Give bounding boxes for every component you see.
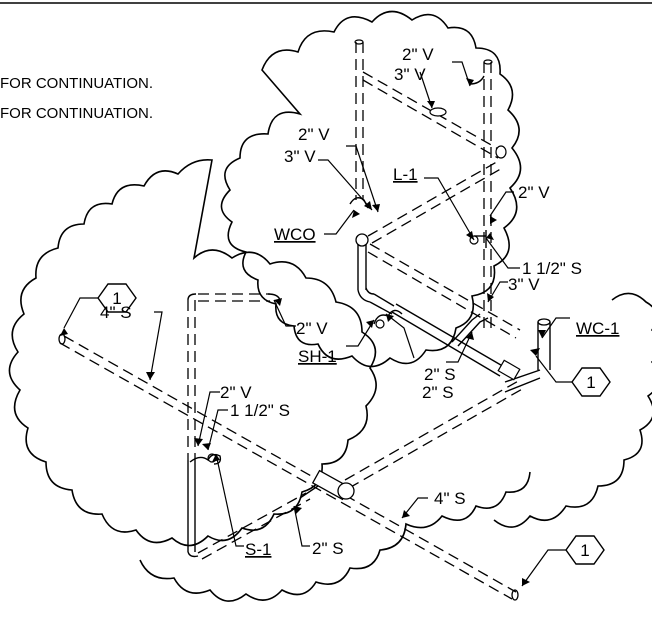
tag-1-right-label: 1	[586, 373, 595, 392]
pipe-label-112s-l1: 1 1/2" S	[522, 259, 582, 278]
note-line-2: FOR CONTINUATION.	[0, 105, 153, 122]
note-line-1: FOR CONTINUATION.	[0, 75, 153, 92]
pipe-label-4s-left: 4" S	[100, 303, 132, 322]
fixture-label-s1: S-1	[245, 540, 271, 559]
pipe-label-3v-top: 3" V	[394, 65, 426, 84]
pipe-vent-top	[362, 59, 507, 330]
tag-1-bottom: 1	[565, 535, 605, 565]
pipe-label-2v-sink: 2" V	[220, 383, 252, 402]
pipe-label-2s-b: 2" S	[422, 383, 454, 402]
pipe-label-2s-bottom: 2" S	[312, 539, 344, 558]
pipe-label-112s-sink: 1 1/2" S	[230, 401, 290, 420]
pipe-4in-sanitary-branch	[344, 318, 551, 489]
leader-lines	[149, 61, 570, 547]
tag-1-bottom-label: 1	[580, 541, 589, 560]
tag-1-top: 1	[97, 283, 137, 313]
fixture-label-wco: WCO	[274, 225, 316, 244]
revision-cloud-bottom	[139, 471, 531, 602]
pipe-label-2v-shower: 2" V	[296, 319, 328, 338]
pipe-2in-vent-left	[187, 293, 281, 460]
pipe-label-2s-a: 2" S	[424, 365, 456, 384]
revision-cloud-lower	[8, 158, 377, 547]
fixture-label-l1: L-1	[393, 165, 418, 184]
pipe-label-2v-mid: 2" V	[298, 125, 330, 144]
pipe-central-stack	[349, 39, 395, 315]
fixture-label-sh1: SH-1	[298, 347, 337, 366]
pipe-label-3v-mid: 3" V	[284, 147, 316, 166]
pipe-label-2v-l1: 2" V	[518, 183, 550, 202]
pipe-label-3v-right: 3" V	[508, 275, 540, 294]
tag-1-right: 1	[571, 367, 611, 397]
revision-cloud	[220, 10, 522, 368]
pipe-label-4s-bottom: 4" S	[434, 489, 466, 508]
wye-fitting-bottom	[299, 469, 355, 501]
tag-leaders	[63, 297, 572, 587]
tag-1-top-label: 1	[112, 289, 121, 308]
pipe-3in-vent-middle	[367, 243, 521, 381]
fixture-label-wc1: WC-1	[576, 319, 619, 338]
revision-cloud-right	[493, 292, 652, 528]
arrowheads	[60, 78, 546, 586]
pipe-label-2v-top: 2" V	[402, 45, 434, 64]
pipe-2in-sanitary-sink	[187, 460, 311, 560]
